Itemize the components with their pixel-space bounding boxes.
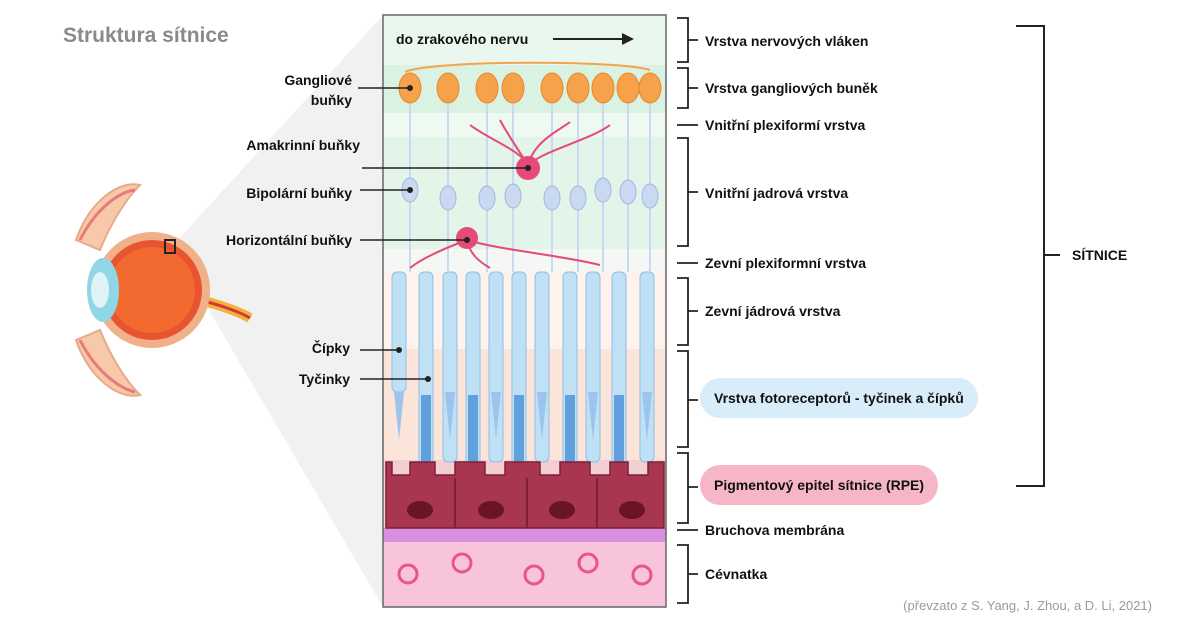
cones-label: Čípky bbox=[311, 340, 350, 356]
leader-dot bbox=[396, 347, 402, 353]
layer-label: Zevní plexiformní vrstva bbox=[705, 255, 867, 271]
choroid-vessels bbox=[397, 552, 653, 586]
layer-label: Bruchova membrána bbox=[705, 522, 845, 538]
layer-label: Zevní jádrová vrstva bbox=[705, 303, 841, 319]
layer-brackets bbox=[677, 17, 698, 604]
leader-dot bbox=[425, 376, 431, 382]
layer-label: Vrstva nervových vláken bbox=[705, 33, 869, 49]
rpe-cells bbox=[385, 461, 665, 529]
zoom-box bbox=[164, 239, 176, 254]
bipolar-cells-label: Bipolární buňky bbox=[246, 185, 352, 201]
rpe-layer-label: Pigmentový epitel sítnice (RPE) bbox=[700, 465, 939, 505]
amacrine-cells-label: Amakrinní buňky bbox=[246, 137, 360, 153]
leader-dot bbox=[407, 85, 413, 91]
column-border bbox=[382, 14, 667, 608]
leader-dot bbox=[525, 165, 531, 171]
source-credit: (převzato z S. Yang, J. Zhou, a D. Li, 2… bbox=[903, 598, 1152, 613]
eye-illustration bbox=[74, 183, 253, 397]
leader-dot bbox=[407, 187, 413, 193]
left-leader-lines bbox=[358, 87, 528, 380]
photoreceptor-layer-label: Vrstva fotoreceptorů - tyčinek a čípků bbox=[700, 378, 978, 418]
photoreceptors bbox=[391, 271, 655, 473]
layer-label: Vnitřní jadrová vrstva bbox=[705, 185, 849, 201]
retina-group-bracket bbox=[1016, 25, 1060, 487]
arrowhead-icon bbox=[622, 33, 634, 45]
horizontal-cells-label: Horizontální buňky bbox=[226, 232, 352, 248]
nerve-fiber bbox=[404, 61, 651, 73]
leader-dot bbox=[464, 237, 470, 243]
layer-label: Vnitřní plexiformí vrstva bbox=[705, 117, 866, 133]
ganglion-cells-label: Gangliové buňky bbox=[284, 72, 352, 108]
layer-label: Cévnatka bbox=[705, 566, 768, 582]
figure-title: Struktura sítnice bbox=[63, 24, 229, 47]
rods-label: Tyčinky bbox=[298, 371, 350, 387]
retina-group-label: SÍTNICE bbox=[1072, 247, 1128, 263]
optic-nerve-label: do zrakového nervu bbox=[396, 31, 529, 47]
layer-label: Vrstva gangliových buněk bbox=[705, 80, 878, 96]
zoom-projection bbox=[176, 15, 383, 607]
